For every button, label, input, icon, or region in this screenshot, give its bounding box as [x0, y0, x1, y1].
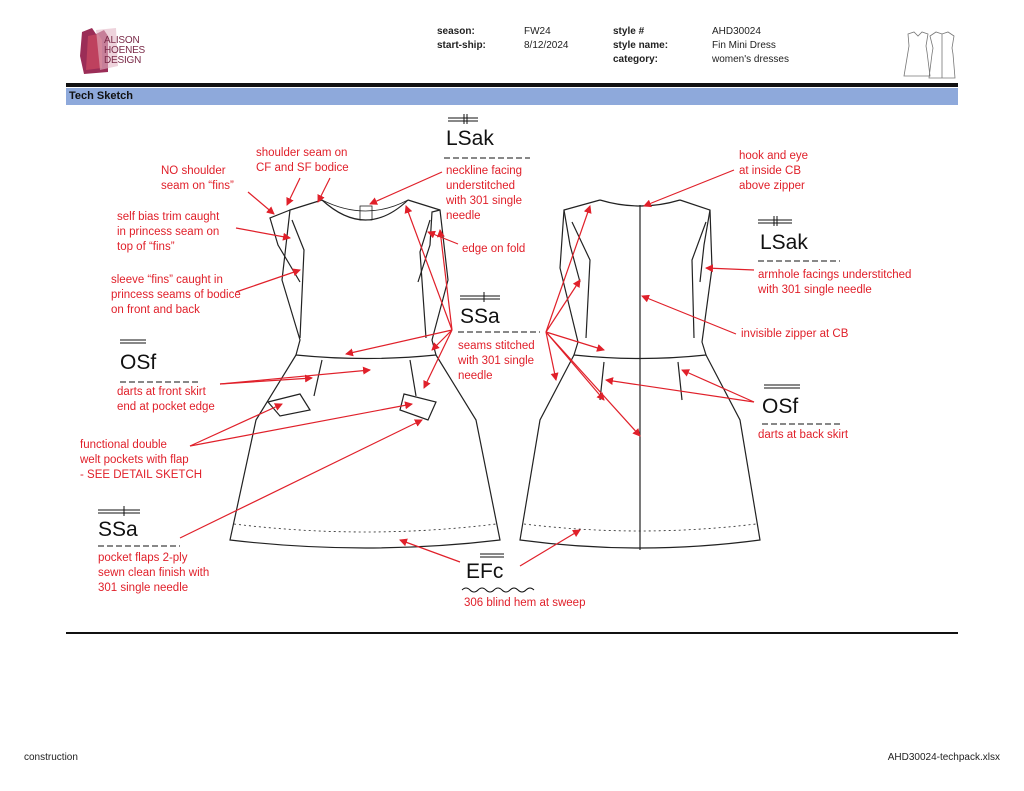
- header-divider: [66, 83, 958, 87]
- note-shoulder-seam: shoulder seam on CF and SF bodice: [256, 146, 349, 176]
- note-line: sewn clean finish with: [98, 567, 210, 579]
- note-line: with 301 single needle: [758, 284, 872, 296]
- note-line: needle: [446, 210, 481, 222]
- note-hook-eye: hook and eye at inside CB above zipper: [739, 149, 808, 194]
- note-sleeve-fins: sleeve “fins” caught in princess seams o…: [111, 273, 241, 318]
- note-line: at inside CB: [739, 165, 802, 177]
- note-line: NO shoulder: [161, 165, 226, 177]
- category-label: category:: [613, 54, 659, 65]
- note-line: end at pocket edge: [117, 401, 215, 413]
- footer-file-name: AHD30024-techpack.xlsx: [887, 752, 1000, 763]
- note-line: with 301 single: [458, 355, 535, 367]
- stitch-code-front-ssa: SSa: [460, 305, 500, 328]
- style-label-block: style # style name: category:: [613, 25, 668, 67]
- stitch-code-pocket-ssa: SSa: [98, 518, 138, 541]
- section-bar: Tech Sketch: [66, 88, 958, 105]
- note-line: edge on fold: [462, 243, 526, 255]
- brand-logo: [78, 26, 158, 78]
- note-line: invisible zipper at CB: [741, 328, 849, 340]
- note-darts-back: darts at back skirt: [758, 428, 848, 443]
- style-name-value: Fin Mini Dress: [712, 40, 776, 51]
- stitch-code-back-osf: OSf: [762, 395, 799, 418]
- note-line: darts at front skirt: [117, 386, 206, 398]
- note-line: above zipper: [739, 180, 805, 192]
- note-line: welt pockets with flap: [80, 454, 189, 466]
- season-value-block: FW24 8/12/2024: [524, 25, 569, 53]
- note-line: understitched: [446, 180, 516, 192]
- logo-line-3: DESIGN: [104, 55, 142, 66]
- note-line: - SEE DETAIL SKETCH: [80, 469, 203, 481]
- note-line: darts at back skirt: [758, 429, 849, 441]
- note-line: functional double: [80, 439, 167, 451]
- note-line: with 301 single: [446, 195, 523, 207]
- note-armhole: armhole facings understitched with 301 s…: [758, 268, 911, 298]
- note-line: neckline facing: [446, 165, 523, 177]
- stitch-code-back-lsak: LSak: [760, 231, 808, 254]
- note-line: top of “fins”: [117, 241, 175, 253]
- note-zipper: invisible zipper at CB: [741, 327, 848, 342]
- note-line: CF and SF bodice: [256, 162, 349, 174]
- logo-line-2: HOENES: [104, 45, 146, 56]
- start-ship-label: start-ship:: [437, 40, 486, 51]
- start-ship-value: 8/12/2024: [524, 40, 569, 51]
- note-bias-trim: self bias trim caught in princess seam o…: [117, 210, 219, 255]
- note-neckline: neckline facing understitched with 301 s…: [446, 164, 522, 224]
- note-line: seams stitched: [458, 340, 535, 352]
- stitch-symbols: [98, 114, 842, 593]
- note-welt-pockets: functional double welt pockets with flap…: [80, 438, 202, 483]
- note-line: armhole facings understitched: [758, 269, 912, 281]
- note-blind-hem: 306 blind hem at sweep: [464, 596, 585, 611]
- note-line: 306 blind hem at sweep: [464, 597, 586, 609]
- logo-line-1: ALISON: [104, 35, 140, 46]
- style-name-label: style name:: [613, 40, 669, 51]
- note-no-shoulder: NO shoulder seam on “fins”: [161, 164, 234, 194]
- season-label-block: season: start-ship:: [437, 25, 486, 53]
- section-title: Tech Sketch: [69, 90, 133, 102]
- note-line: hook and eye: [739, 150, 809, 162]
- footer-sheet-name: construction: [24, 752, 78, 763]
- brand-logo-text: ALISON HOENES DESIGN: [104, 36, 145, 66]
- note-edge-fold: edge on fold: [462, 242, 525, 257]
- annotation-arrows: [179, 169, 755, 567]
- dress-thumbnail: [902, 28, 956, 82]
- note-pocket-flaps: pocket flaps 2-ply sewn clean finish wit…: [98, 551, 209, 596]
- style-value-block: AHD30024 Fin Mini Dress women's dresses: [712, 25, 789, 67]
- stitch-code-front-lsak: LSak: [446, 127, 494, 150]
- category-value: women's dresses: [712, 54, 789, 65]
- note-line: self bias trim caught: [117, 211, 220, 223]
- note-line: needle: [458, 370, 493, 382]
- season-value: FW24: [524, 26, 551, 37]
- note-line: in princess seam on: [117, 226, 220, 238]
- back-dress-sketch: [519, 199, 761, 550]
- note-line: pocket flaps 2-ply: [98, 552, 188, 564]
- season-label: season:: [437, 26, 475, 37]
- note-line: sleeve “fins” caught in: [111, 274, 223, 286]
- footer-divider: [66, 632, 958, 634]
- note-line: princess seams of bodice: [111, 289, 241, 301]
- style-num-value: AHD30024: [712, 26, 761, 37]
- stitch-code-front-osf: OSf: [120, 351, 157, 374]
- note-line: on front and back: [111, 304, 200, 316]
- note-line: shoulder seam on: [256, 147, 348, 159]
- stitch-code-hem-efc: EFc: [466, 560, 504, 583]
- front-dress-sketch: [229, 199, 501, 549]
- style-num-label: style #: [613, 26, 645, 37]
- note-darts-front: darts at front skirt end at pocket edge: [117, 385, 215, 415]
- note-line: 301 single needle: [98, 582, 189, 594]
- note-line: seam on “fins”: [161, 180, 234, 192]
- note-seams-stitched: seams stitched with 301 single needle: [458, 339, 535, 384]
